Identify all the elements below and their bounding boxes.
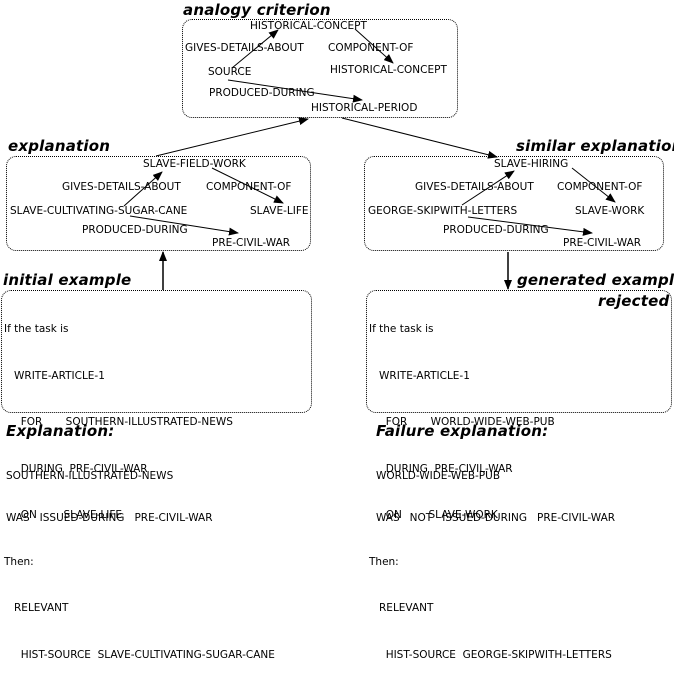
- initial-rule-line: WRITE-ARTICLE-1: [4, 369, 105, 382]
- analogy-node-right: HISTORICAL-CONCEPT: [330, 64, 447, 76]
- analogy-node-bottom: HISTORICAL-PERIOD: [311, 102, 418, 114]
- generated-rule-line: DURING PRE-CIVIL-WAR: [369, 462, 513, 475]
- explanation-title: explanation: [8, 137, 111, 155]
- generated-rule-line: WRITE-ARTICLE-1: [369, 369, 470, 382]
- analogy-to-similar-arrow: [341, 117, 498, 159]
- analogy-criterion-box: [182, 19, 458, 118]
- analogy-rel-produced-during: PRODUCED-DURING: [209, 87, 315, 99]
- explanation-box: [6, 156, 311, 251]
- explanation-rel-produced-during: PRODUCED-DURING: [82, 224, 188, 236]
- initial-explanation-text: SOUTHERN-ILLUSTRATED-NEWS WAS ISSUED-DUR…: [6, 441, 213, 539]
- generated-example-title: generated example: [517, 271, 674, 289]
- explanation-node-source: SLAVE-CULTIVATING-SUGAR-CANE: [10, 205, 188, 217]
- similar-node-right: SLAVE-WORK: [575, 205, 645, 217]
- initial-rule-line: FOR SOUTHERN-ILLUSTRATED-NEWS: [4, 416, 233, 428]
- generated-rule-line: If the task is: [369, 323, 434, 335]
- similar-explanation-title: similar explanation: [516, 137, 674, 155]
- initial-rule-line: RELEVANT: [4, 602, 69, 614]
- explanation-node-top: SLAVE-FIELD-WORK: [143, 158, 246, 170]
- initial-rule-line: HIST-SOURCE SLAVE-CULTIVATING-SUGAR-CANE: [4, 648, 275, 661]
- similar-rel-component-of: COMPONENT-OF: [557, 181, 643, 193]
- generated-rule-line: HIST-SOURCE GEORGE-SKIPWITH-LETTERS: [369, 648, 612, 661]
- explanation-rel-component-of: COMPONENT-OF: [206, 181, 292, 193]
- analogy-rel-gives-details: GIVES-DETAILS-ABOUT: [185, 42, 304, 54]
- similar-node-bottom: PRE-CIVIL-WAR: [563, 237, 642, 249]
- generated-rule-line: RELEVANT: [369, 602, 434, 614]
- analogy-rel-component-of: COMPONENT-OF: [328, 42, 414, 54]
- failure-explanation-title: Failure explanation:: [376, 422, 549, 440]
- analogy-node-source: SOURCE: [208, 66, 252, 78]
- initial-rule-line: DURING PRE-CIVIL-WAR: [4, 462, 148, 475]
- generated-example-box: [366, 290, 672, 413]
- initial-example-box: [1, 290, 312, 413]
- explanation-to-analogy-arrow: [155, 117, 309, 157]
- failure-explanation-line: WAS NOT ISSUED-DURING PRE-CIVIL-WAR: [376, 512, 616, 524]
- failure-explanation-text: WORLD-WIDE-WEB-PUB WAS NOT ISSUED-DURING…: [376, 441, 615, 539]
- initial-explanation-title: Explanation:: [6, 422, 115, 440]
- generated-rule-line: Then:: [369, 555, 399, 568]
- generated-rule-line: FOR WORLD-WIDE-WEB-PUB: [369, 416, 555, 428]
- explanation-node-right: SLAVE-LIFE: [250, 205, 309, 217]
- initial-example-title: initial example: [3, 271, 132, 289]
- similar-rel-gives-details: GIVES-DETAILS-ABOUT: [415, 181, 534, 193]
- failure-explanation-line: WORLD-WIDE-WEB-PUB: [376, 470, 501, 482]
- similar-rel-produced-during: PRODUCED-DURING: [443, 224, 549, 236]
- analogy-criterion-title: analogy criterion: [183, 1, 331, 19]
- explanation-node-bottom: PRE-CIVIL-WAR: [212, 237, 291, 249]
- initial-rule-line: If the task is: [4, 323, 69, 335]
- rejected-status-label: rejected: [598, 292, 670, 310]
- initial-explanation-line: WAS ISSUED-DURING PRE-CIVIL-WAR: [6, 512, 213, 524]
- similar-node-source: GEORGE-SKIPWITH-LETTERS: [368, 205, 518, 217]
- initial-rule-line: Then:: [4, 555, 34, 568]
- initial-explanation-line: SOUTHERN-ILLUSTRATED-NEWS: [6, 470, 174, 482]
- analogy-node-top: HISTORICAL-CONCEPT: [250, 20, 367, 32]
- similar-node-top: SLAVE-HIRING: [494, 158, 569, 170]
- similar-explanation-box: [364, 156, 664, 251]
- explanation-rel-gives-details: GIVES-DETAILS-ABOUT: [62, 181, 181, 193]
